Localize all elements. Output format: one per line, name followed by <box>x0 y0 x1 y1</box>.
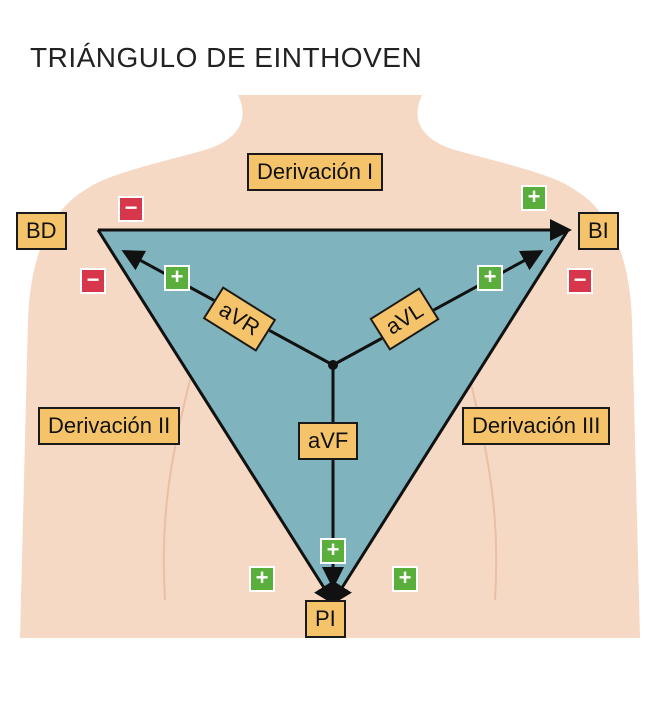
label-derivacion-iii: Derivación III <box>462 407 611 445</box>
center-point <box>328 360 338 370</box>
minus-sign-lead-iii: − <box>567 268 593 294</box>
plus-sign-lead-ii: + <box>249 566 275 592</box>
lead-ii-arrow <box>96 229 336 606</box>
label-avf: aVF <box>298 422 359 460</box>
label-bi: BI <box>578 212 619 250</box>
minus-sign-lead-ii: − <box>80 268 106 294</box>
label-bd: BD <box>16 212 67 250</box>
body-contour <box>162 379 191 601</box>
plus-sign-avf: + <box>320 538 346 564</box>
plus-sign-lead-i: + <box>521 185 547 211</box>
label-pi: PI <box>305 600 346 638</box>
label-derivacion-ii: Derivación II <box>38 407 181 445</box>
plus-sign-lead-iii: + <box>392 566 418 592</box>
diagram-title: TRIÁNGULO DE EINTHOVEN <box>30 42 423 73</box>
plus-sign-avr: + <box>164 265 190 291</box>
avl-arrow <box>332 250 544 367</box>
minus-sign-lead-i: − <box>118 196 144 222</box>
label-derivacion-i: Derivación I <box>247 153 384 191</box>
lead-iii-arrow <box>330 229 570 606</box>
plus-sign-avl: + <box>477 265 503 291</box>
